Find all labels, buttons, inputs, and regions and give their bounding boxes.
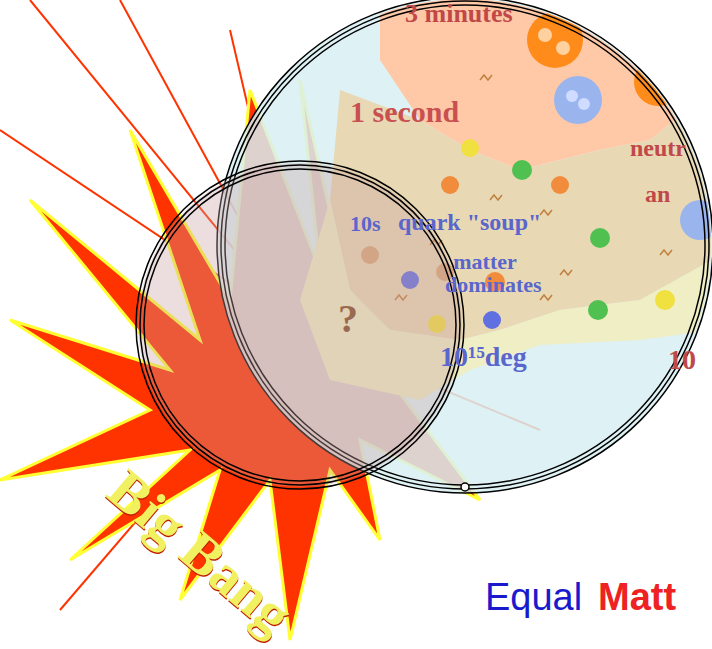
temperature-label: 10¹⁵deg bbox=[440, 342, 527, 371]
caption-text: Matt bbox=[598, 578, 676, 618]
time-label: 3 minutes bbox=[405, 0, 513, 27]
era-label: matter dominates bbox=[445, 250, 525, 296]
temperature-label: 10 bbox=[668, 345, 696, 374]
era-label: neutr bbox=[630, 136, 686, 161]
era-label: quark "soup" bbox=[398, 210, 541, 235]
time-label: 1 second bbox=[350, 96, 459, 128]
question-mark: ? bbox=[338, 298, 358, 340]
time-label: 10s bbox=[350, 212, 381, 235]
caption-text: Equal bbox=[485, 578, 582, 618]
era-label: an bbox=[645, 182, 670, 207]
